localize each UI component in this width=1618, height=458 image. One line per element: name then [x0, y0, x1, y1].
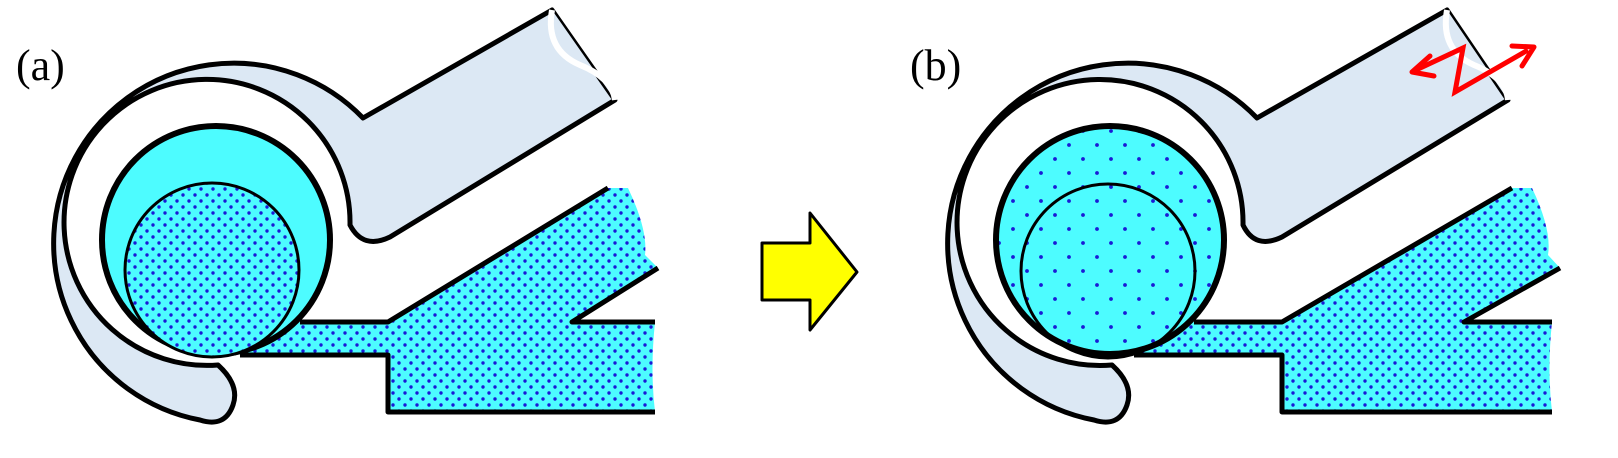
panel-b-label: (b) [910, 41, 961, 90]
panel-a-outer-shell [51, 7, 618, 425]
panel-b-shell-break [1442, 9, 1511, 101]
panel-b: (b) [910, 7, 1562, 425]
panel-a-channel-outline [240, 185, 660, 415]
panel-b-fluid-channel [1134, 188, 1560, 412]
panel-b-inner-particle [1019, 182, 1197, 360]
panel-a: (a) [16, 7, 660, 425]
transition-arrow-icon [760, 211, 859, 332]
panel-a-label: (a) [16, 41, 65, 90]
panel-b-outer-bubble [993, 123, 1227, 357]
panel-b-outer-shell [945, 7, 1511, 425]
panel-a-shell-break [547, 9, 618, 101]
vibration-arrow-icon [1409, 43, 1537, 97]
panel-a-fluid-channel [240, 188, 658, 412]
panel-b-channel-outline [1134, 185, 1562, 415]
panel-a-inner-particle [123, 181, 301, 359]
